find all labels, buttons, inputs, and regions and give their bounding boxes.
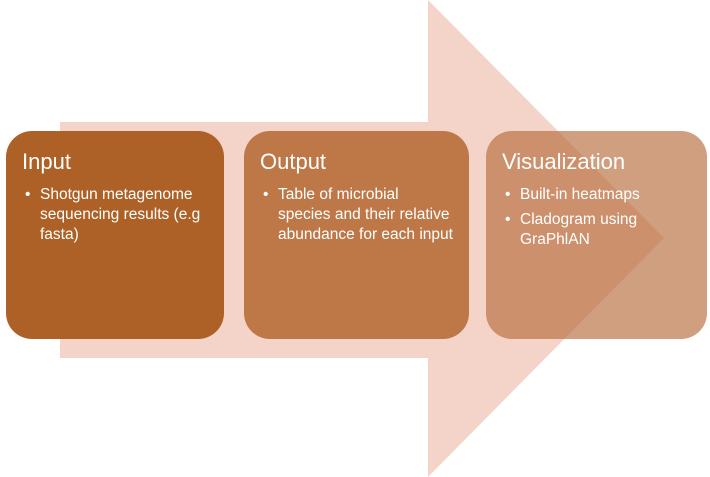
output-bullets: • Table of microbial species and their r… xyxy=(260,185,453,245)
visualization-title: Visualization xyxy=(502,149,626,174)
visualization-bullet-2: • Cladogram using GraPhlAN xyxy=(502,210,691,250)
output-box: Output • Table of microbial species and … xyxy=(244,131,469,339)
output-bullet-1: • Table of microbial species and their r… xyxy=(260,185,453,245)
output-bullet-text: Table of microbial species and their rel… xyxy=(278,186,453,243)
bullet-dot-icon: • xyxy=(505,211,511,228)
visualization-box: Visualization • Built-in heatmaps • Clad… xyxy=(486,131,707,339)
input-bullet-1: • Shotgun metagenome sequencing results … xyxy=(22,185,208,245)
input-bullets: • Shotgun metagenome sequencing results … xyxy=(22,185,208,245)
visualization-bullet-text-2: Cladogram using GraPhlAN xyxy=(520,211,638,248)
visualization-bullet-text-1: Built-in heatmaps xyxy=(520,186,640,203)
bullet-dot-icon: • xyxy=(263,186,269,203)
input-box: Input • Shotgun metagenome sequencing re… xyxy=(6,131,224,339)
bullet-dot-icon: • xyxy=(505,186,511,203)
input-title: Input xyxy=(22,149,71,174)
bullet-dot-icon: • xyxy=(25,186,31,203)
input-bullet-text: Shotgun metagenome sequencing results (e… xyxy=(40,186,201,243)
output-title: Output xyxy=(260,149,327,174)
visualization-bullet-1: • Built-in heatmaps xyxy=(502,185,691,205)
visualization-bullets: • Built-in heatmaps • Cladogram using Gr… xyxy=(502,185,691,250)
